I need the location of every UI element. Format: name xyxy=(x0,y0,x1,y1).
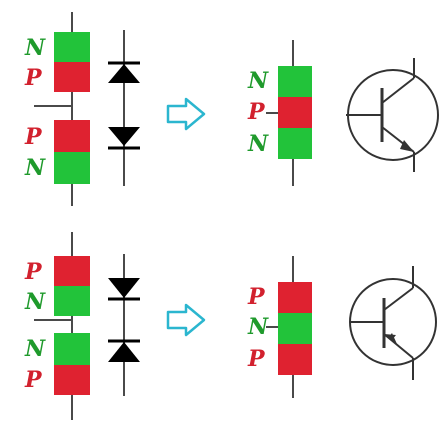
npn-base-p-block xyxy=(278,97,312,128)
pnp-row: P N N P P N P xyxy=(24,232,437,420)
pnp-base-n-block xyxy=(278,313,312,344)
npn-diode-symbols xyxy=(108,30,140,186)
diode-triangle-icon xyxy=(108,342,140,362)
pnp-diode-pair: P N N P xyxy=(24,232,90,420)
pnp-lower-n-label: N xyxy=(24,336,46,362)
npn-upper-p-label: P xyxy=(24,65,43,91)
pnp-diode-symbols xyxy=(108,254,140,396)
npn-emitter-n-block xyxy=(278,66,312,97)
npn-lower-p-label: P xyxy=(24,124,43,150)
pnp-transistor-block: P N P xyxy=(247,256,312,398)
npn-transistor-symbol-icon xyxy=(346,58,439,172)
transform-arrow-icon xyxy=(166,97,206,131)
npn-transistor-block: N P N xyxy=(247,40,312,186)
npn-row: N P P N N P N xyxy=(24,12,439,206)
pnp-collector-p-block xyxy=(278,344,312,375)
pnp-emitter-p-block xyxy=(278,282,312,313)
npn-collector-n-block xyxy=(278,128,312,159)
diode-triangle-icon xyxy=(108,127,140,146)
transform-arrow-icon xyxy=(166,303,206,337)
npn-p-label: P xyxy=(247,99,266,125)
npn-upper-p-block xyxy=(54,62,90,92)
pnp-upper-n-label: N xyxy=(24,289,46,315)
pnp-upper-p-block xyxy=(54,256,90,286)
diode-triangle-icon xyxy=(108,278,140,298)
npn-upper-n-block xyxy=(54,32,90,62)
pnp-upper-p-label: P xyxy=(24,259,43,285)
pnp-p1-label: P xyxy=(247,284,266,310)
npn-lower-n-label: N xyxy=(24,155,46,181)
pnp-n-label: N xyxy=(247,314,269,340)
npn-diode-pair: N P P N xyxy=(24,12,90,206)
npn-n2-label: N xyxy=(247,131,269,157)
pnp-lower-p-block xyxy=(54,365,90,395)
diode-triangle-icon xyxy=(108,64,140,83)
npn-lower-n-block xyxy=(54,152,90,184)
pnp-upper-n-block xyxy=(54,286,90,316)
pnp-transistor-symbol-icon xyxy=(349,266,437,380)
npn-n1-label: N xyxy=(247,68,269,94)
pnp-lower-n-block xyxy=(54,333,90,365)
pnp-lower-p-label: P xyxy=(24,367,43,393)
npn-lower-p-block xyxy=(54,120,90,152)
pnp-p2-label: P xyxy=(247,346,266,372)
npn-upper-n-label: N xyxy=(24,35,46,61)
